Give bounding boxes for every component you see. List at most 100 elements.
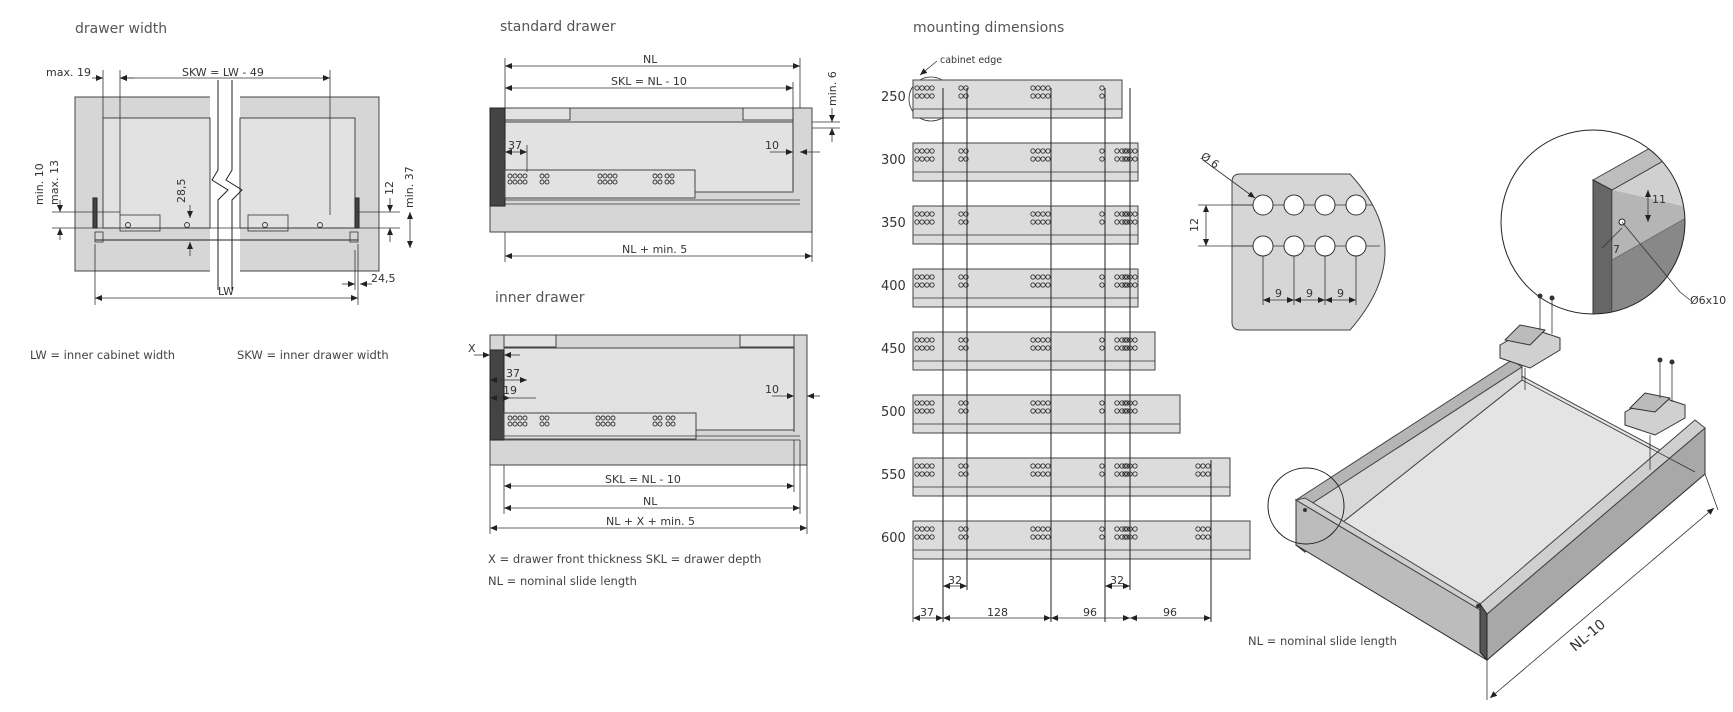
rail-hole	[1040, 400, 1046, 406]
rail-hole	[1030, 274, 1036, 280]
inner-top-left	[503, 334, 557, 348]
rail-hole	[924, 148, 930, 154]
rail-hole	[924, 219, 930, 225]
cabinet-edge-pointer	[919, 60, 938, 76]
rail-hole	[1132, 282, 1138, 288]
rail-hole	[1200, 534, 1206, 540]
drawer-3d-inner-line	[1521, 379, 1696, 473]
rail-hole	[929, 526, 935, 532]
label-max19: max. 19	[46, 66, 91, 79]
rail-hole	[919, 345, 925, 351]
rail-hole	[1045, 337, 1051, 343]
rail-hole	[1099, 85, 1105, 91]
dim-7	[1601, 227, 1623, 249]
rail-hole	[963, 408, 969, 414]
label-min37: min. 37	[403, 166, 416, 208]
rail-bar	[912, 268, 1139, 308]
rail-hole	[1124, 534, 1130, 540]
rail-hole	[914, 345, 920, 351]
rail-hole	[1122, 534, 1128, 540]
rail-hole	[1119, 211, 1125, 217]
rail-hole	[929, 408, 935, 414]
break-gap	[210, 80, 240, 290]
rail-hole	[1132, 400, 1138, 406]
rail-hole	[963, 156, 969, 162]
screw-left-2	[184, 222, 190, 228]
rail-bar	[912, 394, 1181, 434]
rail-hole	[1124, 400, 1130, 406]
rail-hole	[1124, 219, 1130, 225]
hole	[1283, 194, 1305, 216]
rail-hole	[1124, 148, 1130, 154]
rail-hole	[1132, 463, 1138, 469]
rail-hole	[1045, 282, 1051, 288]
rail-hole	[1040, 526, 1046, 532]
label-7: 7	[1613, 243, 1620, 256]
inner-front-panel	[489, 349, 505, 441]
rail-hole	[1040, 274, 1046, 280]
clip-left	[1499, 293, 1561, 390]
rail-hole	[1124, 274, 1130, 280]
label-nl-x-min5: NL + X + min. 5	[606, 515, 695, 528]
label-nl10: NL-10	[1567, 617, 1609, 656]
rail-hole	[1099, 93, 1105, 99]
rail-hole	[963, 274, 969, 280]
rail-hole	[1122, 337, 1128, 343]
rail-hole	[1119, 156, 1125, 162]
standard-top-right	[742, 107, 794, 121]
rail-hole	[929, 156, 935, 162]
rail-hole	[958, 471, 964, 477]
rail-hole	[1099, 408, 1105, 414]
rail-hole	[1099, 282, 1105, 288]
rail-hole	[1205, 463, 1211, 469]
rail-hole	[1124, 211, 1130, 217]
rail-hole	[1035, 282, 1041, 288]
rail-hole	[1195, 526, 1201, 532]
rail-hole	[1030, 408, 1036, 414]
rail-hole	[1132, 345, 1138, 351]
rail-hole	[1099, 337, 1105, 343]
rail-hole	[1040, 211, 1046, 217]
rail-hole	[914, 219, 920, 225]
rail-hole	[1040, 93, 1046, 99]
rail-hole	[924, 93, 930, 99]
legend-x-skl: X = drawer front thickness SKL = drawer …	[488, 552, 761, 566]
rail-hole	[1122, 148, 1128, 154]
rail-hole	[929, 219, 935, 225]
rail-hole	[929, 85, 935, 91]
label-bottom-96a: 96	[1083, 606, 1097, 619]
rail-hole	[919, 400, 925, 406]
label-max13: max. 13	[48, 160, 61, 205]
label-9: 9	[1306, 287, 1313, 300]
rail-hole	[1132, 148, 1138, 154]
rail-hole	[1124, 337, 1130, 343]
rail-hole	[1045, 463, 1051, 469]
rail-hole	[1035, 534, 1041, 540]
rail-hole	[1045, 345, 1051, 351]
rail-hole	[963, 534, 969, 540]
rail-hole	[1114, 400, 1120, 406]
rail-hole	[1045, 534, 1051, 540]
label-9: 9	[1337, 287, 1344, 300]
rail-hole	[924, 534, 930, 540]
rail-hole	[1114, 345, 1120, 351]
rail-hole	[919, 211, 925, 217]
corner-leader	[1621, 221, 1681, 293]
label-19: 19	[503, 384, 517, 397]
drawer-left-half	[102, 117, 211, 229]
rail-hole	[919, 148, 925, 154]
rail-hole	[929, 400, 935, 406]
label-nl: NL	[643, 495, 658, 508]
rail-hole	[1030, 148, 1036, 154]
rail-hole	[919, 408, 925, 414]
label-bottom-128: 128	[987, 606, 1008, 619]
rail-hole	[929, 211, 935, 217]
rail-hole	[919, 156, 925, 162]
label-bottom-96b: 96	[1163, 606, 1177, 619]
rail-hole	[1035, 219, 1041, 225]
rail-hole	[1030, 85, 1036, 91]
standard-slide-holes	[507, 173, 675, 185]
rail-hole	[1099, 211, 1105, 217]
rail-hole	[1132, 219, 1138, 225]
